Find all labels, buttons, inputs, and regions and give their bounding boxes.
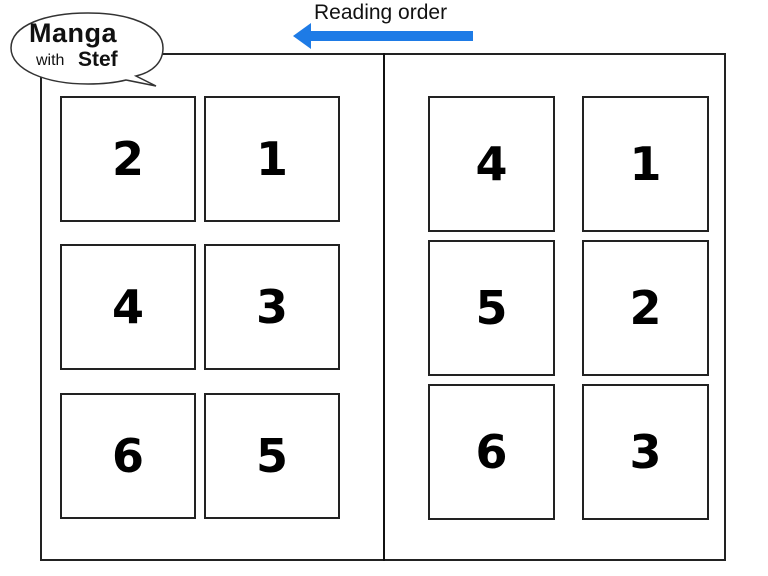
right-panel-r1c1: 4 (428, 96, 555, 232)
right-panel-r3c1: 6 (428, 384, 555, 520)
right-panel-r1c2: 1 (582, 96, 709, 232)
left-panel-r3c2: 5 (204, 393, 340, 519)
left-panel-r3c1: 6 (60, 393, 196, 519)
panel-number: 2 (629, 281, 662, 335)
left-panel-r2c2: 3 (204, 244, 340, 370)
page-divider (383, 53, 385, 561)
panel-number: 4 (475, 137, 508, 191)
panel-number: 6 (111, 429, 144, 483)
left-panel-r1c1: 2 (60, 96, 196, 222)
logo-title: Manga (29, 18, 118, 48)
panel-number: 6 (475, 425, 508, 479)
panel-number: 5 (255, 429, 288, 483)
panel-number: 3 (255, 280, 288, 334)
left-arrow-icon (293, 23, 473, 49)
reading-order-label: Reading order (314, 1, 448, 24)
panel-number: 5 (475, 281, 508, 335)
panel-number: 1 (629, 137, 662, 191)
panel-number: 4 (111, 280, 144, 334)
speech-bubble-logo-icon (10, 12, 164, 87)
logo-with: with (36, 52, 65, 69)
right-panel-r3c2: 3 (582, 384, 709, 520)
logo-name: Stef (78, 48, 118, 71)
right-panel-r2c2: 2 (582, 240, 709, 376)
left-panel-r1c2: 1 (204, 96, 340, 222)
panel-number: 2 (111, 132, 144, 186)
panel-number: 3 (629, 425, 662, 479)
panel-number: 1 (255, 132, 288, 186)
right-panel-r2c1: 5 (428, 240, 555, 376)
left-panel-r2c1: 4 (60, 244, 196, 370)
